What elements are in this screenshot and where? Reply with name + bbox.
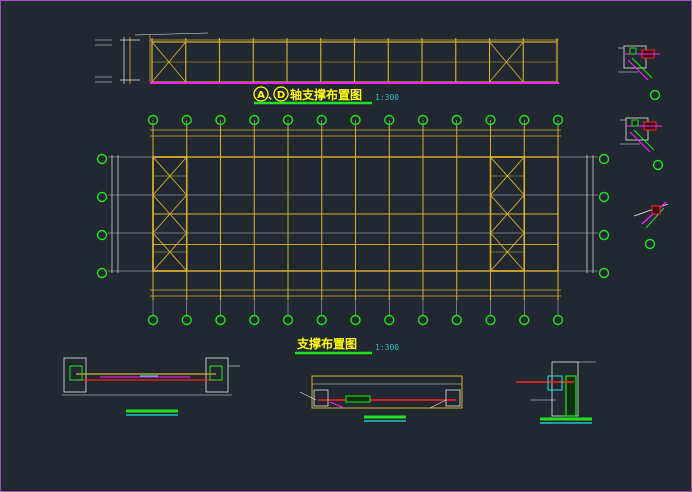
section-leader xyxy=(299,391,317,401)
axis-bubble-top xyxy=(147,114,159,126)
braced-bay xyxy=(152,156,188,272)
section-plate xyxy=(209,365,223,381)
axis-bubble-top xyxy=(350,114,361,126)
detail-index-bubble xyxy=(652,159,664,171)
plan-title-text: 支撑布置图 xyxy=(296,336,357,351)
axis-bubble-bottom xyxy=(147,314,159,326)
axis-bubble-right xyxy=(598,191,610,203)
axis-bubble-left xyxy=(96,191,108,203)
axis-bubble-top xyxy=(552,114,564,126)
plan-title: 支撑布置图 1:300 xyxy=(295,336,399,355)
axis-bubble-right xyxy=(598,153,610,165)
section-cleat xyxy=(329,401,345,409)
axis-bubble-bottom xyxy=(316,314,327,326)
detail-index-bubble xyxy=(649,89,661,101)
axis-bubble-bottom xyxy=(181,314,192,326)
node-bolt xyxy=(629,47,637,55)
axis-label-a: A xyxy=(257,90,265,101)
leader-line xyxy=(134,32,209,36)
axis-bubble-top xyxy=(282,114,294,126)
axis-bubble-bottom xyxy=(485,314,496,326)
section-frame xyxy=(311,375,463,409)
section-column-right xyxy=(205,357,229,393)
axis-bubble-d xyxy=(273,86,289,102)
axis-bubble-top xyxy=(485,114,496,126)
section-leader xyxy=(429,399,447,409)
axis-bubble-top xyxy=(215,114,226,126)
axis-bubble-bottom xyxy=(350,314,361,326)
node-brace-2 xyxy=(631,57,653,79)
section-plate xyxy=(547,375,563,391)
axis-bubble-bottom xyxy=(249,314,260,326)
axis-bubble-top xyxy=(249,114,260,126)
node-brace-2 xyxy=(633,129,655,151)
axis-bubble-left xyxy=(96,229,108,241)
section-detail-2 xyxy=(299,375,463,409)
braced-bay xyxy=(489,156,526,272)
section-stiffener xyxy=(565,375,577,417)
axis-bubble-left xyxy=(96,153,108,165)
axis-bubble-bottom xyxy=(384,314,395,326)
node-leader xyxy=(633,203,669,217)
section-detail-1 xyxy=(62,357,240,396)
elevation-brace xyxy=(151,41,187,83)
axis-bubble-bottom xyxy=(282,314,294,326)
elevation-title: A 、 D 轴支撑布置图 1:300 xyxy=(253,86,399,105)
node-detail-c xyxy=(633,201,669,229)
axis-bubble-a xyxy=(253,86,269,102)
section-plate xyxy=(69,365,83,381)
axis-label-d: D xyxy=(277,90,285,101)
section-end-plate xyxy=(313,389,329,407)
axis-bubble-bottom xyxy=(417,314,429,326)
axis-bubble-top xyxy=(316,114,327,126)
bracing-layout-plan xyxy=(96,114,610,326)
detail-index-bubble xyxy=(644,238,656,250)
axis-bubble-top xyxy=(519,114,530,126)
node-brace xyxy=(629,131,651,153)
axis-bubble-bottom xyxy=(552,314,564,326)
node-brace-2 xyxy=(645,207,665,229)
section-turnbuckle xyxy=(345,395,371,403)
axis-bubble-bottom xyxy=(519,314,530,326)
axis-bracing-elevation xyxy=(95,32,559,84)
node-brace xyxy=(627,59,649,81)
node-detail-b xyxy=(620,117,662,153)
axis-bubble-bottom xyxy=(215,314,226,326)
section-detail-3 xyxy=(516,361,596,417)
node-bolt xyxy=(631,119,639,127)
bottom-section-details xyxy=(62,357,596,424)
axis-bubble-top xyxy=(384,114,395,126)
axis-bubble-top xyxy=(181,114,192,126)
elevation-title-text: 轴支撑布置图 xyxy=(290,87,362,102)
section-column xyxy=(551,361,579,417)
section-end-plate xyxy=(445,389,461,407)
axis-bubble-left xyxy=(96,267,108,279)
node-detail-a xyxy=(618,45,660,81)
axis-bubble-top xyxy=(417,114,429,126)
node-gusset xyxy=(651,205,661,215)
axis-bubble-top xyxy=(451,114,462,126)
side-node-details xyxy=(618,45,669,250)
axis-separator: 、 xyxy=(268,91,278,102)
axis-bubble-right xyxy=(598,229,610,241)
plan-scale: 1:300 xyxy=(375,343,399,352)
elevation-scale: 1:300 xyxy=(375,93,399,102)
elevation-brace xyxy=(489,41,524,83)
section-column-left xyxy=(63,357,87,393)
axis-bubble-bottom xyxy=(451,314,462,326)
axis-bubble-right xyxy=(598,267,610,279)
